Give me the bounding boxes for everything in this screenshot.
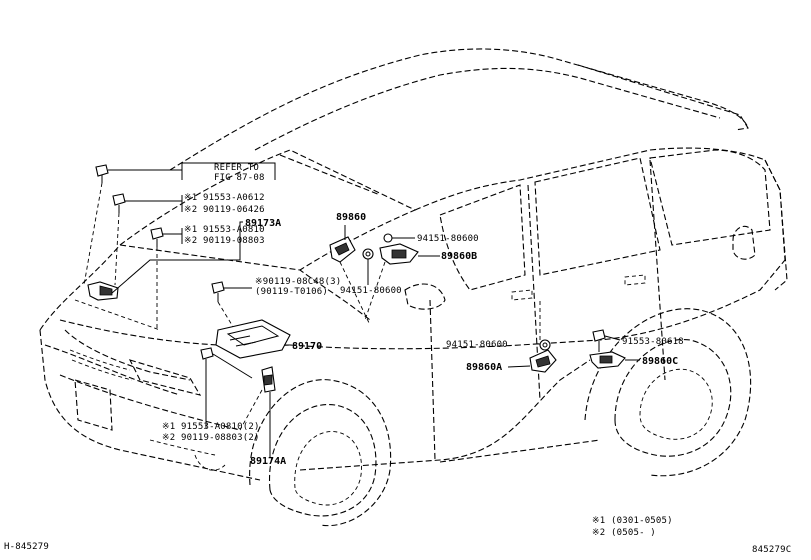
part-label: (90119-T0106) [255,287,328,297]
bolt-part [95,164,109,183]
part-labels: REFER TO FIG 87-08 ※1 91553-A0612 ※2 901… [4,163,791,555]
part-label: 89174A [250,456,286,467]
component-parts [74,162,640,458]
sensor-89174a-part [261,366,276,393]
part-label: 89860C [642,356,678,367]
ecu-89170-part [215,319,291,359]
part-label: ※1 91553-A0810(2) [162,422,260,432]
bolt-part [200,347,214,360]
nut-part [539,339,551,351]
diagram-code-right: 845279C [752,545,791,555]
diagram-code-left: H-845279 [4,542,49,552]
part-label: ※2 90119-08803(2) [162,433,260,443]
bolt-part [592,329,606,352]
bolt-part [150,227,164,247]
sensor-89173a-part [87,281,119,301]
bolt-part [383,233,393,243]
part-label: 94151-80600 [446,340,508,350]
footnote-1: ※1 (0301-0505) [592,516,673,526]
bolt-part [211,281,225,302]
part-label: 89170 [292,341,322,352]
part-label: 89860B [441,251,477,262]
bolt-part [112,193,126,213]
vehicle-body [39,48,788,527]
nut-part [362,248,374,260]
part-label: 94151-80600 [417,234,479,244]
part-label: ※2 90119-08803 [184,236,265,246]
part-label: ※1 91553-A0810 [184,225,265,235]
part-label: 89860A [466,362,502,373]
part-label: 91553-80618 [622,337,684,347]
part-label: 94151-80600 [340,286,402,296]
sensor-89860-part [329,236,356,263]
refer-label-2: FIG 87-08 [214,173,265,183]
part-label: ※1 91553-A0612 [184,193,265,203]
sensor-89860a-part [529,349,557,373]
part-label: ※2 90119-06426 [184,205,265,215]
part-label: 89173A [245,218,281,229]
part-label: ※90119-08C48(3) [255,277,341,287]
part-label: 89860 [336,212,366,223]
sensor-89860b-part [379,243,419,265]
footnote-2: ※2 (0505- ) [592,528,656,538]
refer-label-1: REFER TO [214,163,259,173]
sensor-89860c-part [589,351,626,369]
